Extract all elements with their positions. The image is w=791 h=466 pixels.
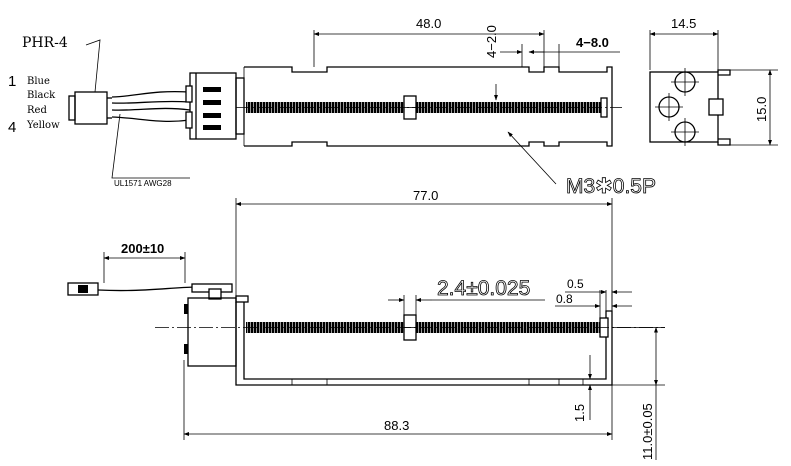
thread-leader [507,131,557,185]
dim-total-height-text: 11.0±0.05 [640,403,655,460]
end-view: 14.5 15.0 [649,16,778,146]
dim-slot-gap-text: 4−2.0 [484,25,499,58]
wire-bundle [111,90,191,122]
motor-body-side [187,297,237,367]
dim-gap-b-text: 0.8 [556,292,573,306]
pin-last-label: 4 [8,119,16,136]
wire-label-red: Red [27,105,47,116]
motor-terminals [203,87,221,130]
dim-pitch-text: 2.4±0.025 [437,277,530,300]
dim-slot-range-text: 4−8.0 [576,35,609,50]
connector-leader [85,39,101,93]
connector-type-label: PHR-4 [22,35,68,51]
dim-total-length-text: 88.3 [384,418,409,433]
dim-width-text: 14.5 [671,16,696,31]
dim-height-text: 15.0 [754,97,769,122]
connector-latch [68,95,76,121]
connector-group: PHR-4 1 4 Blue Black Red Yellow UL1571 A… [8,35,191,188]
thread-spec-text: M3✱0.5P [566,175,656,198]
side-view: 200±10 77.0 2.4±0.025 [67,188,665,460]
pin-first-label: 1 [8,73,16,90]
dim-base-thickness-text: 1.5 [572,404,587,422]
wire-label-yellow: Yellow [26,120,60,131]
dim-48-text: 48.0 [416,16,441,31]
frame-side [235,302,613,386]
dim-lead-length-text: 200±10 [121,241,164,256]
dim-frame-length-text: 77.0 [413,188,438,203]
connector-housing [74,91,108,125]
cable-leader [111,113,190,179]
wire-label-blue: Blue [27,76,50,87]
wire-label-black: Black [27,90,56,101]
dim-gap-a-text: 0.5 [567,277,584,291]
cable-spec-label: UL1571 AWG28 [114,179,172,188]
top-view: 48.0 4−2.0 4−8.0 M3✱0.5P [185,16,656,198]
